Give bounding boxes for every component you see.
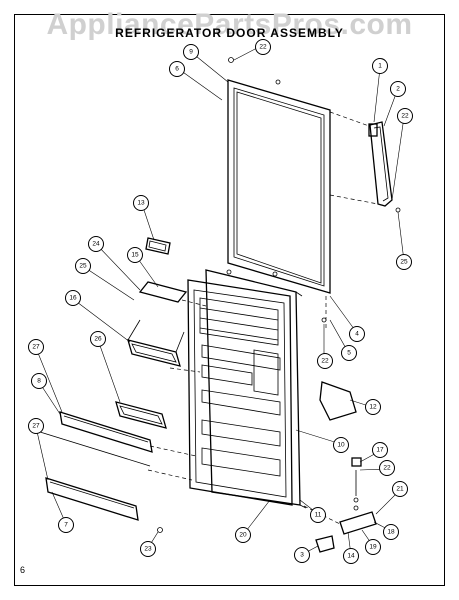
- svg-text:4: 4: [355, 331, 359, 338]
- callout-22: 22: [255, 39, 271, 55]
- door-gasket: [227, 79, 331, 294]
- svg-text:19: 19: [369, 544, 377, 551]
- svg-text:9: 9: [189, 49, 193, 56]
- svg-text:22: 22: [383, 465, 391, 472]
- svg-text:2: 2: [396, 86, 400, 93]
- part-26-shelf: [115, 401, 167, 429]
- callout-22: 22: [317, 353, 333, 369]
- part-8-rail: [59, 411, 153, 453]
- lower-hinge: [339, 457, 377, 535]
- part-13-compartment: [145, 237, 171, 255]
- svg-text:15: 15: [131, 252, 139, 259]
- svg-text:22: 22: [321, 358, 329, 365]
- svg-text:16: 16: [69, 295, 77, 302]
- svg-text:12: 12: [369, 404, 377, 411]
- page-border: [14, 14, 445, 586]
- callout-27: 27: [28, 339, 44, 355]
- callout-22: 22: [397, 108, 413, 124]
- part-7-rail: [39, 431, 151, 521]
- svg-text:3: 3: [300, 552, 304, 559]
- callout-6: 6: [169, 61, 185, 77]
- watermark: AppliancePartsPros.com: [46, 8, 413, 41]
- callout-27: 27: [28, 418, 44, 434]
- callout-24: 24: [88, 236, 104, 252]
- outer-door-panel: [205, 269, 307, 509]
- svg-text:22: 22: [259, 44, 267, 51]
- svg-text:18: 18: [387, 529, 395, 536]
- callout-25: 25: [396, 254, 412, 270]
- callout-23: 23: [140, 541, 156, 557]
- part-3-bracket: [315, 535, 335, 553]
- callout-15: 15: [127, 247, 143, 263]
- callout-10: 10: [333, 437, 349, 453]
- callout-7: 7: [58, 517, 74, 533]
- svg-text:17: 17: [376, 447, 384, 454]
- svg-text:14: 14: [347, 553, 355, 560]
- callout-16: 16: [65, 290, 81, 306]
- callout-12: 12: [365, 399, 381, 415]
- door-handle: [329, 111, 401, 213]
- callout-21: 21: [392, 481, 408, 497]
- callout-3: 3: [294, 547, 310, 563]
- callout-20: 20: [235, 527, 251, 543]
- callout-2: 2: [390, 81, 406, 97]
- svg-text:13: 13: [137, 200, 145, 207]
- svg-text:10: 10: [337, 442, 345, 449]
- svg-text:25: 25: [400, 259, 408, 266]
- callout-9: 9: [183, 44, 199, 60]
- svg-text:7: 7: [64, 522, 68, 529]
- callout-11: 11: [310, 507, 326, 523]
- callout-26: 26: [90, 331, 106, 347]
- svg-text:6: 6: [175, 66, 179, 73]
- callout-18: 18: [383, 524, 399, 540]
- part-12-bin: [319, 381, 357, 421]
- svg-text:1: 1: [378, 63, 382, 70]
- callout-5: 5: [341, 345, 357, 361]
- svg-text:27: 27: [32, 423, 40, 430]
- svg-text:25: 25: [79, 263, 87, 270]
- part-16-shelf: [127, 319, 185, 367]
- callout-25: 25: [75, 258, 91, 274]
- callout-1: 1: [372, 58, 388, 74]
- svg-text:24: 24: [92, 241, 100, 248]
- callout-19: 19: [365, 539, 381, 555]
- callout-14: 14: [343, 548, 359, 564]
- part-23-screw: [157, 527, 163, 533]
- callout-8: 8: [31, 373, 47, 389]
- svg-text:20: 20: [239, 532, 247, 539]
- callout-13: 13: [133, 195, 149, 211]
- leader-lines: [35, 47, 405, 556]
- svg-text:27: 27: [32, 344, 40, 351]
- svg-text:21: 21: [396, 486, 404, 493]
- svg-text:23: 23: [144, 546, 152, 553]
- svg-text:11: 11: [315, 512, 322, 519]
- callout-17: 17: [372, 442, 388, 458]
- door-liner: [187, 279, 293, 506]
- part-15-cover: [138, 281, 188, 303]
- gasket-screws: [226, 57, 327, 323]
- page-number: 6: [20, 565, 26, 575]
- callout-4: 4: [349, 326, 365, 342]
- callout-22: 22: [379, 460, 395, 476]
- svg-text:5: 5: [347, 350, 351, 357]
- svg-text:26: 26: [94, 336, 102, 343]
- svg-text:22: 22: [401, 113, 409, 120]
- diagram-title: REFRIGERATOR DOOR ASSEMBLY: [115, 26, 344, 40]
- svg-text:8: 8: [37, 378, 41, 385]
- assembly-guide-lines: [147, 296, 341, 525]
